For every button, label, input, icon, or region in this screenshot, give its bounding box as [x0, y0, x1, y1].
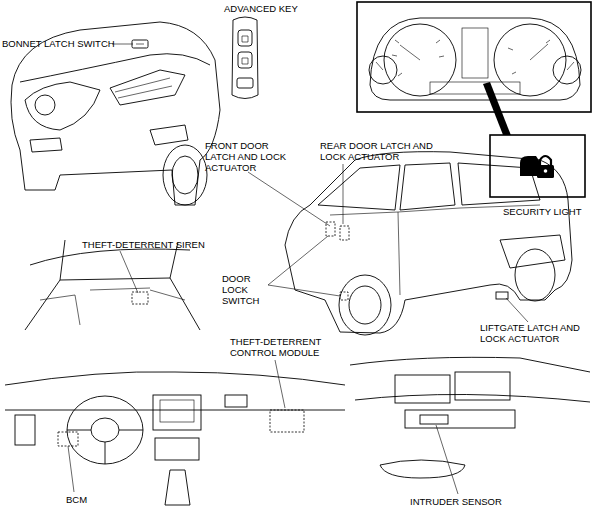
front-car-illustration	[110, 70, 185, 105]
dashboard-illustration	[91, 418, 119, 442]
front-car-illustration	[35, 95, 55, 115]
dashboard-illustration	[67, 396, 143, 464]
side-car-illustration	[349, 286, 381, 324]
dashboard-illustration	[58, 432, 78, 446]
overhead-console-illustration	[420, 415, 448, 424]
dashboard-illustration	[225, 395, 247, 407]
dashboard-illustration	[5, 372, 345, 410]
cluster-illustration	[392, 40, 550, 76]
leader-lines	[120, 251, 138, 293]
front-car-illustration	[132, 40, 148, 48]
key-illustration	[232, 17, 258, 99]
overhead-console-illustration	[405, 410, 515, 428]
overhead-console-illustration	[395, 375, 450, 403]
leader-lines	[268, 236, 340, 296]
dashboard-illustration	[5, 372, 345, 505]
side-car-illustration	[339, 275, 391, 335]
security-light-inset	[544, 169, 548, 173]
part-label: THEFT-DETERRENT CONTROL MODULE	[230, 336, 330, 358]
overhead-console-illustration	[350, 357, 590, 478]
front-car-illustration	[20, 54, 210, 82]
part-label: REAR DOOR LATCH AND LOCK ACTUATOR	[320, 140, 438, 162]
dashboard-illustration	[270, 410, 304, 432]
front-car-illustration	[11, 22, 220, 205]
front-car-illustration	[11, 22, 220, 205]
front-car-illustration	[25, 82, 100, 130]
side-car-illustration	[330, 205, 540, 295]
side-car-illustration	[500, 235, 565, 268]
side-car-illustration	[515, 249, 555, 301]
part-label: BONNET LATCH SWITCH	[2, 38, 122, 49]
cluster-illustration	[483, 82, 512, 140]
leader-lines	[436, 425, 458, 494]
cluster-illustration	[357, 2, 591, 140]
leader-lines	[506, 298, 528, 322]
leader-lines	[112, 44, 133, 45]
part-label: DOOR LOCK SWITCH	[222, 273, 266, 306]
front-car-illustration	[30, 125, 188, 152]
side-car-illustration	[285, 152, 572, 335]
dashboard-illustration	[160, 400, 194, 422]
trunk-illustration	[40, 288, 185, 325]
key-illustration	[237, 78, 253, 88]
side-car-illustration	[340, 292, 348, 300]
leader-lines	[275, 360, 285, 408]
cluster-illustration	[357, 2, 591, 112]
part-label: INTRUDER SENSOR	[410, 496, 520, 507]
part-label: LIFTGATE LATCH AND LOCK ACTUATOR	[480, 322, 592, 344]
trunk-illustration	[25, 240, 200, 330]
front-car-illustration	[136, 44, 144, 45]
part-label: FRONT DOOR LATCH AND LOCK ACTUATOR	[205, 140, 293, 173]
key-illustration	[242, 36, 248, 64]
cluster-illustration	[370, 18, 580, 100]
leader-lines	[68, 446, 74, 492]
side-car-illustration	[318, 163, 540, 210]
part-label: BCM	[66, 494, 106, 505]
trunk-illustration	[132, 292, 148, 304]
front-car-illustration	[115, 78, 172, 98]
front-car-illustration	[163, 145, 207, 205]
dashboard-illustration	[15, 415, 35, 445]
part-label: ADVANCED KEY	[224, 3, 314, 14]
part-label: THEFT-DETERRENT SIREN	[82, 239, 222, 250]
cluster-illustration	[430, 82, 520, 94]
overhead-console-illustration	[455, 372, 510, 400]
key-illustration	[238, 52, 252, 68]
dashboard-illustration	[165, 470, 190, 505]
side-car-illustration	[340, 226, 349, 240]
dashboard-illustration	[153, 395, 201, 430]
part-label: SECURITY LIGHT	[503, 206, 593, 217]
leader-lines	[343, 164, 344, 224]
leader-lines	[248, 172, 330, 226]
dashboard-illustration	[155, 438, 199, 460]
front-car-illustration	[172, 156, 198, 194]
cluster-illustration	[376, 44, 574, 70]
key-illustration	[238, 30, 252, 46]
dashboard-illustration	[67, 430, 143, 464]
side-car-illustration	[285, 152, 572, 333]
key-illustration	[232, 17, 258, 99]
leader-lines	[68, 44, 528, 494]
cluster-illustration	[462, 28, 488, 78]
trunk-illustration	[25, 240, 200, 330]
overhead-console-illustration	[350, 357, 590, 402]
